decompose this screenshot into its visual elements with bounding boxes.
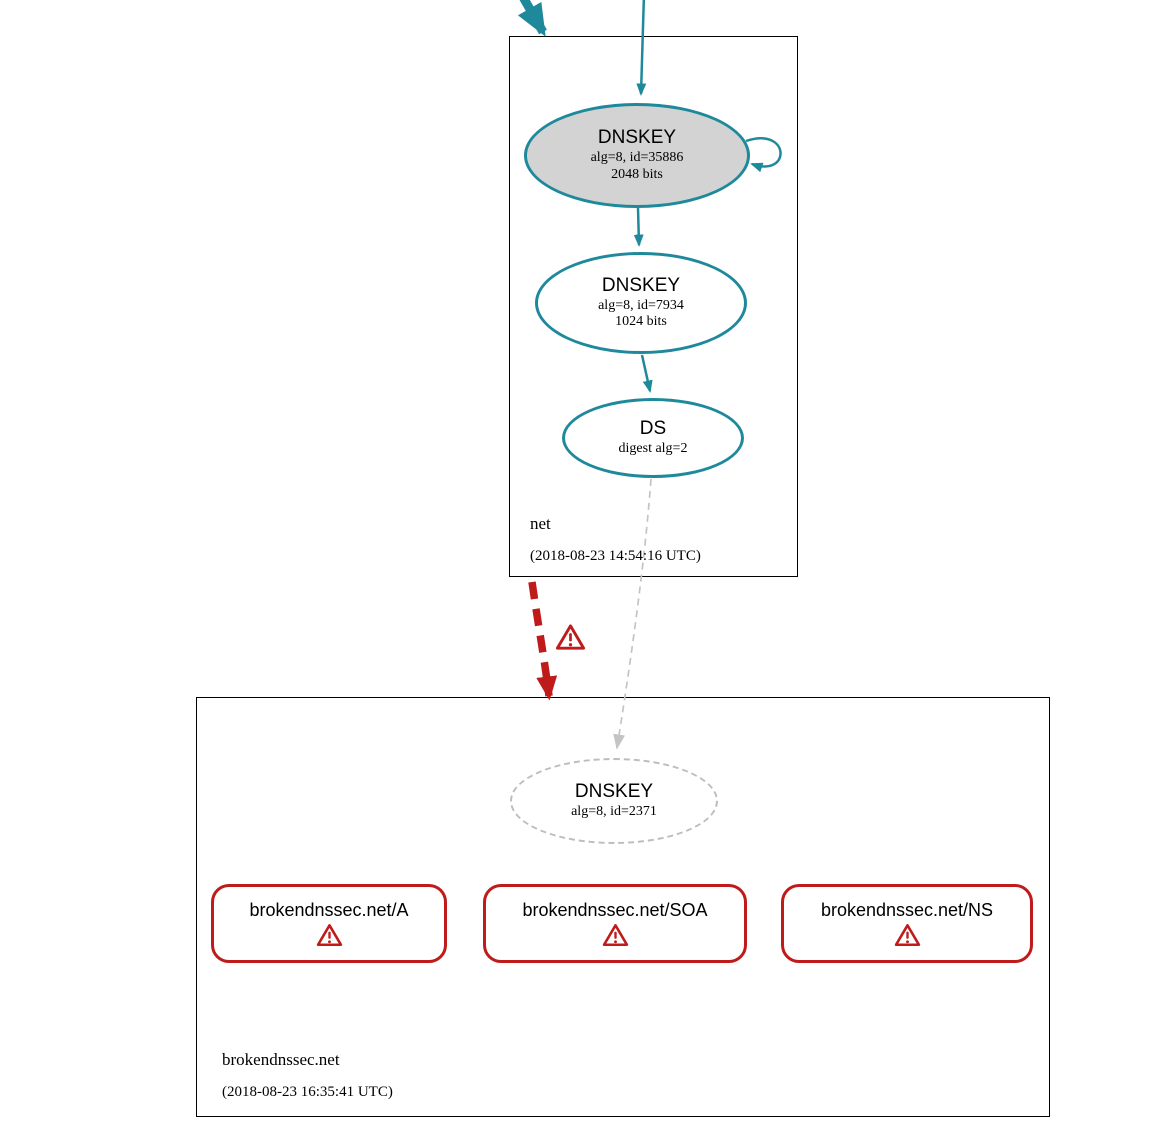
node-title: DNSKEY (601, 274, 681, 296)
node-net-ksk[interactable]: DNSKEY alg=8, id=35886 2048 bits (524, 103, 750, 208)
node-net-ds[interactable]: DS digest alg=2 (562, 398, 744, 478)
rrset-a[interactable]: brokendnssec.net/A (211, 884, 447, 963)
node-sub: alg=8, id=7934 (598, 297, 684, 313)
zone-timestamp-net: (2018-08-23 14:54:16 UTC) (530, 548, 701, 564)
rrset-ns[interactable]: brokendnssec.net/NS (781, 884, 1033, 963)
node-broken-dnskey[interactable]: DNSKEY alg=8, id=2371 (510, 758, 718, 844)
rrset-label: brokendnssec.net/NS (820, 900, 994, 920)
zone-label-net: net (530, 514, 551, 533)
zone-label-brokendnssec: brokendnssec.net (222, 1050, 340, 1069)
warning-icon (602, 924, 628, 946)
warning-icon (555, 624, 586, 650)
node-sub: alg=8, id=35886 (590, 150, 684, 166)
node-title: DNSKEY (574, 781, 654, 803)
rrset-label: brokendnssec.net/SOA (522, 900, 708, 920)
warning-icon (894, 924, 920, 946)
node-sub: 2048 bits (611, 166, 663, 182)
node-sub: alg=8, id=2371 (571, 804, 657, 819)
node-title: DS (639, 418, 667, 440)
rrset-label: brokendnssec.net/A (249, 900, 409, 920)
edge-incoming-delegation-secure (517, 0, 547, 37)
node-sub: digest alg=2 (618, 441, 688, 456)
edge-delegation-bogus (528, 581, 558, 701)
node-net-zsk[interactable]: DNSKEY alg=8, id=7934 1024 bits (535, 252, 747, 354)
node-sub: 1024 bits (615, 314, 667, 330)
rrset-soa[interactable]: brokendnssec.net/SOA (483, 884, 747, 963)
zone-timestamp-brokendnssec: (2018-08-23 16:35:41 UTC) (222, 1084, 393, 1100)
warning-icon (316, 924, 342, 946)
node-title: DNSKEY (597, 127, 677, 149)
